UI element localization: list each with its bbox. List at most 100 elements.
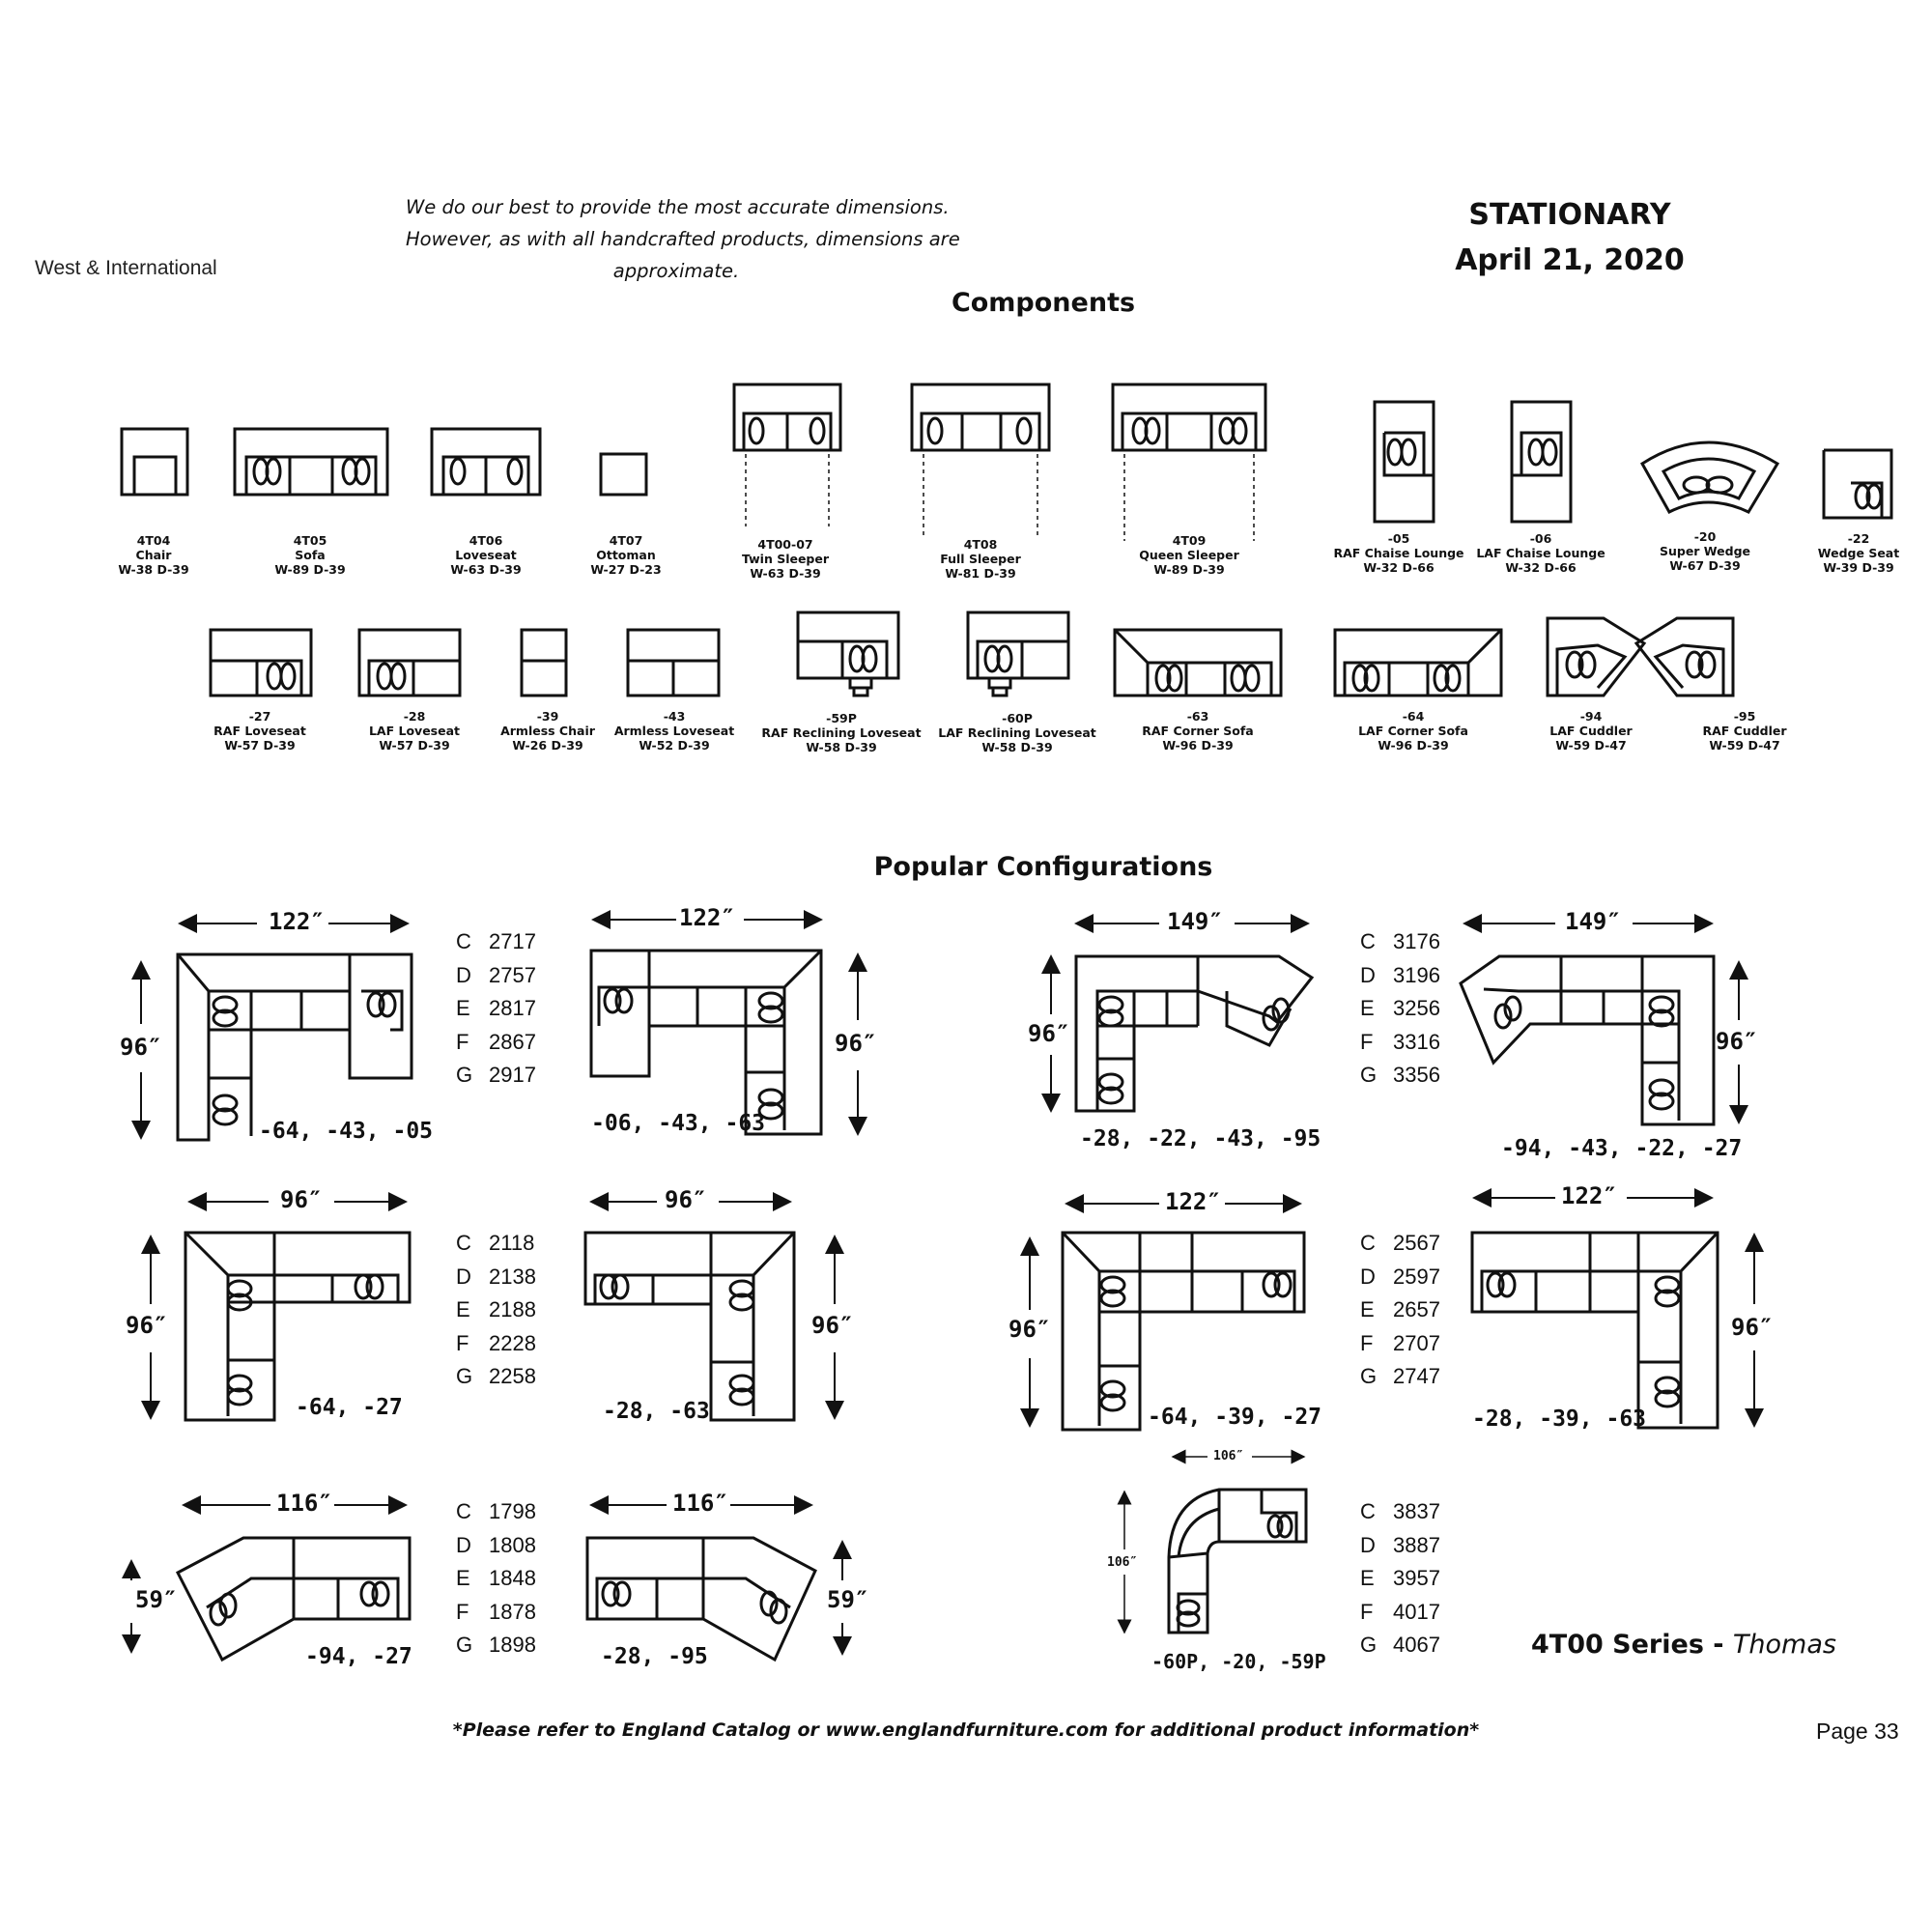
width-dimension: 116″ <box>672 1490 728 1517</box>
category-title: STATIONARY <box>1468 198 1671 232</box>
disclaimer: We do our best to provide the most accur… <box>406 191 960 287</box>
disclaimer-line: We do our best to provide the most accur… <box>406 196 950 218</box>
depth-dimension: 96″ <box>835 1030 877 1057</box>
config-codes: -64, -27 <box>296 1395 403 1420</box>
laf-cuddler-diagram <box>1546 616 1647 697</box>
disclaimer-line: However, as with all handcrafted product… <box>406 228 960 250</box>
page-number: Page 33 <box>1816 1719 1899 1744</box>
depth-dimension: 96″ <box>1716 1028 1758 1055</box>
config-94-43-22-27 <box>1459 954 1716 1126</box>
laf-loveseat-diagram <box>357 628 462 697</box>
armless-loveseat-diagram <box>626 628 721 697</box>
width-dimension: 106″ <box>1213 1449 1244 1463</box>
raf-loveseat-diagram <box>209 628 313 697</box>
config-28-22-43-95 <box>1074 954 1315 1113</box>
depth-dimension: 96″ <box>126 1312 168 1339</box>
raf-cuddler-diagram <box>1634 616 1735 697</box>
dimension-arrows <box>122 910 1764 1656</box>
disclaimer-line: approximate. <box>612 260 740 282</box>
configurations-heading: Popular Configurations <box>873 852 1213 882</box>
config-28-63 <box>583 1231 796 1422</box>
width-dimension: 122″ <box>269 908 325 935</box>
config-64-39-27 <box>1061 1231 1306 1432</box>
depth-dimension: 96″ <box>120 1034 162 1061</box>
config-codes: -60P, -20, -59P <box>1151 1650 1326 1673</box>
depth-dimension: 96″ <box>1009 1316 1051 1343</box>
twin-sleeper-diagram <box>732 383 842 526</box>
depth-dimension: 59″ <box>827 1586 869 1613</box>
raf-corner-sofa-diagram <box>1113 628 1283 697</box>
depth-dimension: 96″ <box>811 1312 854 1339</box>
laf-corner-sofa-diagram <box>1333 628 1503 697</box>
chair-diagram <box>120 427 189 497</box>
width-dimension: 96″ <box>280 1186 323 1213</box>
region-label: West & International <box>35 257 217 279</box>
config-60p-20-59p <box>1167 1488 1308 1634</box>
config-28-39-63 <box>1470 1231 1719 1430</box>
series-title: 4T00 Series - Thomas <box>1531 1630 1836 1660</box>
armless-chair-diagram <box>520 628 568 697</box>
config-codes: -28, -95 <box>601 1644 708 1669</box>
config-codes: -94, -27 <box>305 1644 412 1669</box>
laf-chaise-diagram <box>1510 400 1573 524</box>
config-94-27 <box>175 1536 412 1662</box>
sofa-diagram <box>233 427 389 497</box>
depth-dimension: 96″ <box>1731 1314 1774 1341</box>
width-dimension: 149″ <box>1167 908 1223 935</box>
full-sleeper-diagram <box>910 383 1051 536</box>
config-codes: -06, -43, -63 <box>591 1111 766 1136</box>
config-codes: -28, -39, -63 <box>1472 1406 1647 1432</box>
width-dimension: 96″ <box>665 1186 707 1213</box>
price-date: April 21, 2020 <box>1455 243 1685 277</box>
config-06-43-63 <box>589 949 823 1136</box>
depth-dimension: 59″ <box>135 1586 178 1613</box>
raf-chaise-diagram <box>1373 400 1435 524</box>
loveseat-diagram <box>430 427 542 497</box>
config-codes: -94, -43, -22, -27 <box>1501 1136 1743 1161</box>
components-heading: Components <box>951 288 1136 318</box>
depth-dimension: 106″ <box>1107 1555 1138 1570</box>
config-codes: -64, -43, -05 <box>259 1119 434 1144</box>
